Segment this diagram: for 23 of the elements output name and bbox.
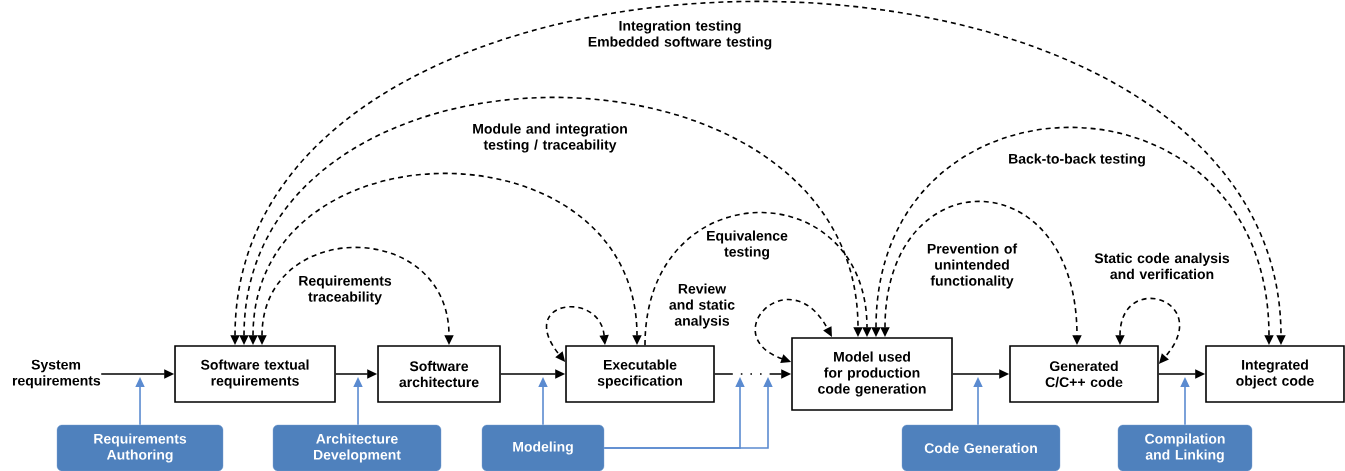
process-box: Model used for production code generation [791,337,953,411]
edge-label: Review and static analysis [669,283,735,329]
tool-box: Compilation and Linking [1117,424,1253,471]
edge-label: Equivalence testing [707,230,788,260]
edge-label: Static code analysis and verification [1094,252,1230,280]
input-label: System requirements [12,359,101,389]
feedback-arc [1115,297,1180,364]
tool-box: Modeling [481,424,605,471]
tool-box: Requirements Authoring [56,424,224,471]
process-box: Software textual requirements [174,345,336,403]
process-box: Generated C/C++ code [1009,345,1159,403]
process-box: Software architecture [377,345,501,403]
tool-box: Code Generation [901,424,1061,471]
edge-label: Module and integration testing / traceability [473,123,627,153]
edge-label: Integration testing Embedded software testing [588,20,772,50]
edge-label: Back-to-back testing [1009,153,1145,167]
feedback-arc [644,211,872,346]
tool-box: Architecture Development [272,424,442,471]
process-box: Integrated object code [1205,345,1345,403]
edge-label: Requirements traceability [299,275,392,305]
process-box: Executable specification [565,345,715,403]
edge-label: Prevention of unintended functionality [927,243,1018,289]
feedback-arc [546,305,609,362]
